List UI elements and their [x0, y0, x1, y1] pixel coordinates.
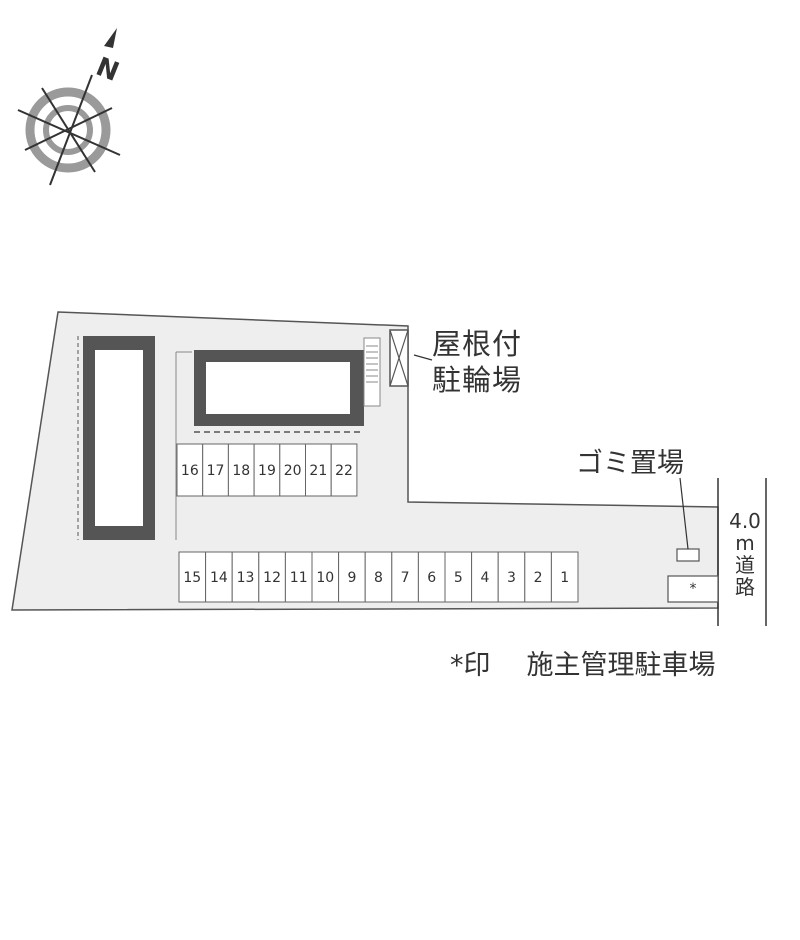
parking-space: [444, 551, 473, 603]
parking-space: [305, 443, 332, 497]
parking-space: [330, 443, 358, 497]
garbage-label: ゴミ置場: [576, 448, 684, 479]
road-width: 4.0: [729, 509, 761, 533]
parking-space-number: 20: [284, 463, 302, 479]
north-letter: N: [92, 52, 123, 88]
parking-space-number: 12: [263, 570, 281, 586]
building-top: [194, 337, 381, 433]
legend: *印 施主管理駐車場: [450, 650, 716, 682]
parking-space: [338, 551, 366, 603]
parking-space-number: 11: [290, 570, 308, 586]
parking-space: [471, 551, 499, 603]
road-label: 4.0 m 道 路: [725, 510, 765, 598]
compass-inner-ring: [43, 105, 93, 155]
garbage-box: [676, 548, 700, 562]
parking-space: [227, 443, 255, 497]
building-left: [77, 336, 192, 540]
parking-space-number: 21: [309, 463, 327, 479]
parking-space-number: 8: [374, 570, 383, 586]
parking-space: [284, 551, 313, 603]
parking-space-number: 6: [427, 570, 436, 586]
parking-space-number: 17: [207, 463, 225, 479]
garbage-leader: [679, 477, 689, 550]
bike-parking-line2: 駐輪場: [432, 363, 523, 397]
parking-space: [311, 551, 340, 603]
road-char-2: 路: [735, 575, 755, 599]
parking-space: [176, 443, 204, 497]
parking-space-number: 1: [560, 570, 569, 586]
north-arrow-icon: [104, 28, 117, 48]
parking-space-number: 5: [454, 570, 463, 586]
parking-space-number: 2: [534, 570, 543, 586]
parking-space-number: 22: [335, 463, 353, 479]
bike-label-leader: [413, 354, 433, 361]
parking-space-number: 10: [316, 570, 334, 586]
compass-icon: N: [17, 28, 123, 186]
road-char-1: 道: [735, 553, 755, 577]
bicycle-shelter: [389, 329, 409, 387]
owner-mark: *: [690, 581, 697, 597]
parking-space: [279, 443, 306, 497]
parking-space-number: 3: [507, 570, 516, 586]
legend-mark: *印: [450, 650, 491, 681]
stairs-icon: [363, 337, 381, 407]
parking-space-number: 4: [480, 570, 489, 586]
parking-row-bottom: 15 14 13 12 11 10 9 8 7 6 5 4 3 2 1: [178, 551, 579, 603]
parking-space-number: 15: [183, 570, 201, 586]
parking-space: [364, 551, 393, 603]
parking-space: [550, 551, 579, 603]
parking-space-number: 19: [258, 463, 276, 479]
parking-space-number: 13: [237, 570, 255, 586]
parking-row-upper: 16 17 18 19 20 21 22: [176, 443, 358, 497]
legend-text: 施主管理駐車場: [526, 650, 716, 681]
parking-space: [178, 551, 207, 603]
bike-parking-line1: 屋根付: [432, 327, 523, 361]
parking-space: [258, 551, 286, 603]
parking-space-number: 18: [232, 463, 250, 479]
parking-space-number: 14: [210, 570, 228, 586]
parking-space-number: 16: [181, 463, 199, 479]
parking-space-number: 7: [401, 570, 410, 586]
bike-parking-label: 屋根付 駐輪場: [432, 326, 522, 398]
owner-managed-space: [667, 575, 719, 603]
parking-space: [497, 551, 526, 603]
road-unit: m: [735, 531, 755, 555]
parking-space-number: 9: [347, 570, 356, 586]
compass-ring: [25, 87, 111, 173]
parking-space: [231, 551, 260, 603]
